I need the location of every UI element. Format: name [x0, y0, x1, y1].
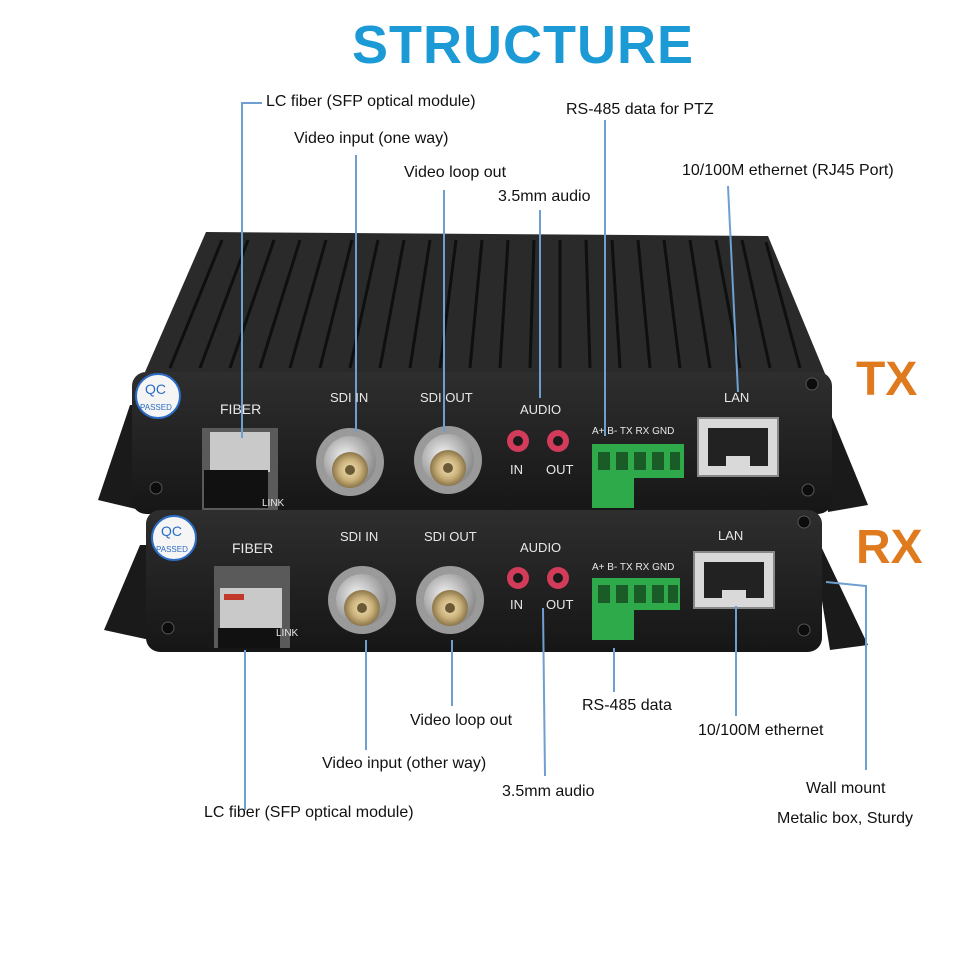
page-title: STRUCTURE: [352, 15, 694, 75]
rx-audio-label: AUDIO: [520, 540, 561, 555]
rx-video-input-callout: Video input (other way): [322, 755, 487, 772]
tx-heatsink-fins: [168, 239, 802, 369]
tx-video-loop-callout: Video loop out: [404, 164, 507, 181]
tx-lan-label: LAN: [724, 390, 749, 405]
rx-ethernet-callout: 10/100M ethernet: [698, 722, 824, 739]
rx-rs485-pins-label: A+ B- TX RX GND: [592, 562, 674, 573]
tx-sdi-in-label: SDI IN: [330, 390, 368, 405]
rx-passed-text: PASSED: [156, 545, 188, 554]
rx-unit: [104, 510, 868, 652]
tx-rs485-pins-label: A+ B- TX RX GND: [592, 426, 674, 437]
rx-qc-sticker: [151, 515, 197, 561]
leader-lines: [241, 102, 867, 810]
tx-sdi-out-label: SDI OUT: [420, 390, 473, 405]
tx-audio-label: AUDIO: [520, 402, 561, 417]
rx-video-loop-callout: Video loop out: [410, 712, 513, 729]
tx-link-text: LINK: [262, 498, 285, 509]
rx-sdi-out-label: SDI OUT: [424, 529, 477, 544]
tx-audio-callout: 3.5mm audio: [498, 188, 591, 205]
tx-heatsink-top: [145, 232, 826, 376]
rx-front-panel: [146, 510, 822, 652]
tx-ethernet-callout: 10/100M ethernet (RJ45 Port): [682, 162, 894, 179]
tx-unit-label: TX: [856, 353, 918, 406]
tx-fiber-label: FIBER: [220, 401, 261, 417]
tx-qc-text: QC: [145, 381, 166, 397]
tx-audio-in-label: IN: [510, 462, 523, 477]
tx-passed-text: PASSED: [140, 403, 172, 412]
rx-left-flange: [104, 545, 156, 640]
tx-lc-fiber-callout: LC fiber (SFP optical module): [266, 93, 476, 110]
tx-video-input-callout: Video input (one way): [294, 130, 449, 147]
rx-fiber-label: FIBER: [232, 540, 273, 556]
rx-bnc-in: [328, 566, 396, 634]
tx-rs485-callout: RS-485 data for PTZ: [566, 101, 714, 118]
rx-unit-label: RX: [856, 521, 923, 574]
rx-audio-callout: 3.5mm audio: [502, 783, 595, 800]
tx-audio-out-label: OUT: [546, 462, 574, 477]
rx-lan-label: LAN: [718, 528, 743, 543]
wall-mount-callout: Wall mount: [806, 780, 886, 797]
tx-qc-sticker: [135, 373, 181, 419]
rx-audio-in-label: IN: [510, 597, 523, 612]
rx-bnc-out: [416, 566, 484, 634]
tx-unit: [98, 232, 868, 514]
rx-link-text: LINK: [276, 628, 299, 639]
metal-box-callout: Metalic box, Sturdy: [777, 810, 914, 827]
rx-sdi-in-label: SDI IN: [340, 529, 378, 544]
rx-audio-out-label: OUT: [546, 597, 574, 612]
rx-qc-text: QC: [161, 523, 182, 539]
tx-bnc-out: [414, 426, 482, 494]
tx-bnc-in: [316, 428, 384, 496]
rx-lc-fiber-callout: LC fiber (SFP optical module): [204, 804, 414, 821]
tx-front-panel: [132, 372, 832, 514]
rx-rs485-callout: RS-485 data: [582, 697, 672, 714]
rx-right-flange: [812, 540, 868, 650]
